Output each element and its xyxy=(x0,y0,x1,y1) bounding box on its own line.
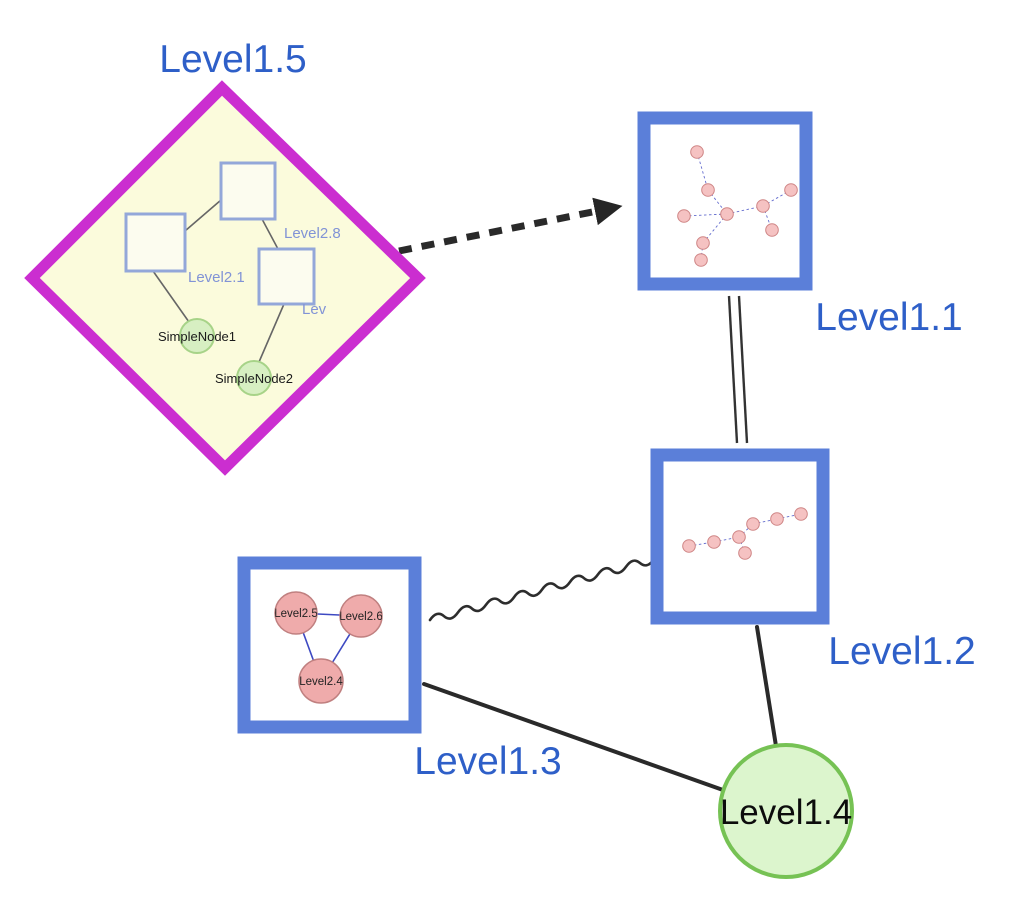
mini-node[interactable] xyxy=(784,183,798,197)
node-level13-frame[interactable] xyxy=(237,556,422,734)
label-simplenode2: SimpleNode2 xyxy=(215,371,293,386)
node-level2-5[interactable] xyxy=(274,591,318,635)
mini-node[interactable] xyxy=(690,145,704,159)
mini-node[interactable] xyxy=(732,530,746,544)
label-level13: Level1.3 xyxy=(414,740,561,783)
label-level2-8: Level2.8 xyxy=(284,225,341,242)
node-level11-group xyxy=(637,111,813,291)
label-level2-4: Level2.4 xyxy=(299,676,343,688)
mini-node[interactable] xyxy=(756,199,770,213)
label-level11: Level1.1 xyxy=(815,296,962,339)
node-level14-circle[interactable] xyxy=(718,743,854,879)
node-level2-1[interactable] xyxy=(124,212,187,273)
label-lev: Lev xyxy=(302,301,327,318)
mini-node[interactable] xyxy=(682,539,696,553)
mini-node[interactable] xyxy=(720,207,734,221)
edge-level21-simplenode1[interactable] xyxy=(152,270,190,323)
mini-node[interactable] xyxy=(707,535,721,549)
node-lev[interactable] xyxy=(257,247,316,306)
level11-mini-graph xyxy=(677,145,798,267)
edge-lev-simplenode2[interactable] xyxy=(258,303,285,363)
node-level2-4[interactable] xyxy=(298,658,344,704)
mini-node[interactable] xyxy=(694,253,708,267)
edge-layer xyxy=(398,197,778,792)
level12-mini-graph xyxy=(682,507,808,560)
node-simplenode1[interactable] xyxy=(179,318,215,354)
mini-edge[interactable] xyxy=(683,213,728,217)
label-level15: Level1.5 xyxy=(159,38,306,81)
node-level13-group: Level2.5 Level2.6 Level2.4 xyxy=(237,556,422,734)
edge-level21-level28[interactable] xyxy=(184,199,222,232)
mini-node[interactable] xyxy=(738,546,752,560)
label-level12: Level1.2 xyxy=(828,630,975,673)
node-level12-group xyxy=(650,448,830,625)
label-level2-6: Level2.6 xyxy=(339,611,382,623)
label-level2-1: Level2.1 xyxy=(188,269,245,286)
mini-node[interactable] xyxy=(765,223,779,237)
node-level11-frame[interactable] xyxy=(637,111,813,291)
node-level15-diamond[interactable] xyxy=(24,80,426,476)
edge-level11-to-level12[interactable] xyxy=(727,295,749,444)
mini-node[interactable] xyxy=(794,507,808,521)
mini-node[interactable] xyxy=(770,512,784,526)
mini-node[interactable] xyxy=(701,183,715,197)
edge-level12-to-level14[interactable] xyxy=(755,625,778,748)
node-level2-6[interactable] xyxy=(339,594,383,638)
mini-node[interactable] xyxy=(746,517,760,531)
label-simplenode1: SimpleNode1 xyxy=(158,329,236,344)
node-level14-group: Level1.4 xyxy=(718,743,854,879)
edge-level13-to-level14[interactable] xyxy=(422,682,725,792)
node-simplenode2[interactable] xyxy=(236,360,272,396)
edge-level15-to-level11[interactable] xyxy=(398,197,623,255)
label-level2-5: Level2.5 xyxy=(274,608,317,620)
node-level15-group: Level2.8 Level2.1 Lev SimpleNode1 Simple… xyxy=(24,80,426,476)
label-level14: Level1.4 xyxy=(720,793,852,832)
node-level2-8[interactable] xyxy=(219,161,277,221)
level13-mini-graph: Level2.5 Level2.6 Level2.4 xyxy=(274,591,383,704)
mini-node[interactable] xyxy=(677,209,691,223)
mini-node[interactable] xyxy=(696,236,710,250)
edge-level28-lev[interactable] xyxy=(261,218,279,250)
edge-level13-to-level12[interactable] xyxy=(428,557,656,622)
